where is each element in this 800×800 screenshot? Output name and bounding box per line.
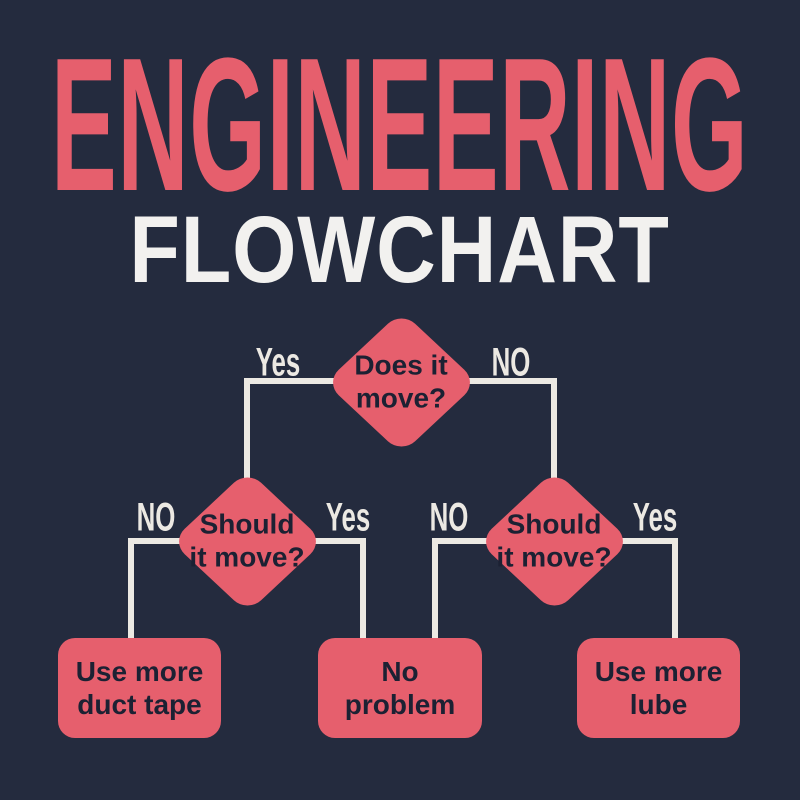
text-line: lube (629, 689, 688, 720)
outcome-box-no-problem: No problem (318, 638, 482, 738)
text-line: duct tape (77, 689, 202, 720)
outcome-label-no-problem: No problem (345, 655, 455, 721)
text-line: Should (506, 508, 602, 540)
text-line: problem (344, 689, 456, 720)
decision-label-should-it-move-left: Should it move? (137, 508, 357, 574)
outcome-box-use-more-lube: Use more lube (577, 638, 740, 738)
text-line: move? (355, 382, 447, 413)
text-line: Use more (594, 655, 723, 687)
text-line: Use more (75, 655, 204, 687)
branch-label-left-yes: Yes (325, 495, 371, 541)
decision-label-does-it-move: Does it move? (291, 349, 511, 415)
poster-title: ENGINEERING (51, 19, 749, 231)
decision-label-should-it-move-right: Should it move? (444, 508, 664, 574)
poster-subtitle: FLOWCHART (129, 196, 671, 303)
text-line: Does it (354, 349, 448, 381)
connector-right-no-vertical-line (432, 538, 438, 641)
outcome-label-lube: Use more lube (595, 655, 723, 721)
connector-root-no-vertical-line (551, 378, 557, 478)
branch-label-root-no: NO (491, 340, 531, 386)
poster-title-row: ENGINEERING (0, 30, 800, 220)
poster-subtitle-row: FLOWCHART (0, 196, 800, 303)
connector-left-yes-vertical-line (360, 538, 366, 641)
branch-label-left-no: NO (136, 495, 176, 541)
text-line: No (381, 655, 419, 687)
text-line: Should (199, 508, 295, 540)
branch-label-right-no: NO (429, 495, 469, 541)
branch-label-right-yes: Yes (632, 495, 678, 541)
text-line: it move? (496, 541, 612, 572)
outcome-label-duct-tape: Use more duct tape (76, 655, 204, 721)
connector-root-yes-vertical-line (244, 378, 250, 478)
outcome-box-use-more-duct-tape: Use more duct tape (58, 638, 221, 738)
connector-right-yes-vertical-line (672, 538, 678, 641)
branch-label-root-yes: Yes (255, 340, 301, 386)
text-line: it move? (189, 541, 305, 572)
connector-left-no-vertical-line (128, 538, 134, 641)
